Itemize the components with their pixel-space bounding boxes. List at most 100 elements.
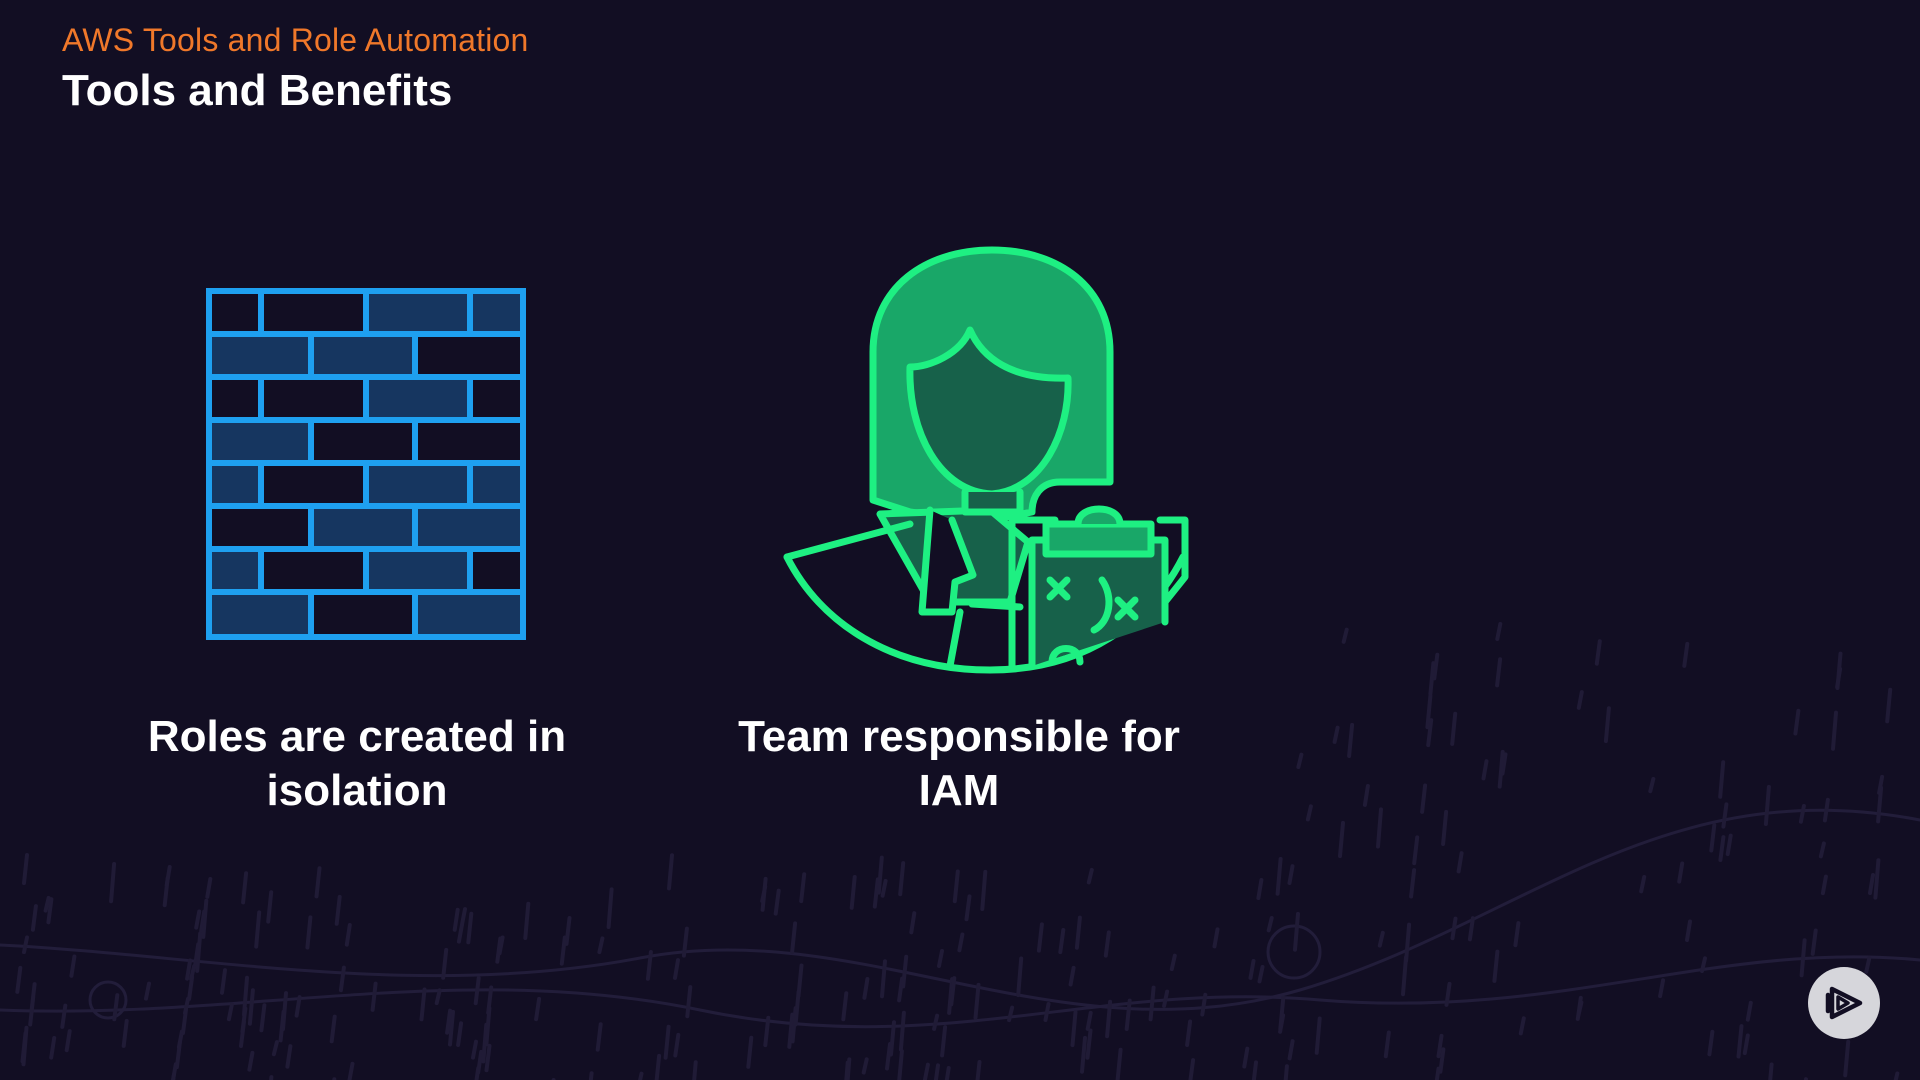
background-tick: [1103, 930, 1111, 958]
background-tick: [1793, 708, 1801, 736]
background-tick: [194, 909, 202, 930]
background-tick: [1685, 919, 1692, 942]
background-tick: [681, 926, 689, 958]
background-tick: [773, 888, 781, 916]
background-tick: [456, 923, 464, 944]
background-tick: [897, 976, 905, 1003]
caption-team-iam: Team responsible for IAM: [738, 712, 1180, 815]
background-tick: [844, 1060, 850, 1080]
background-tick: [952, 869, 960, 904]
background-tick: [673, 958, 680, 980]
background-tick: [1658, 978, 1666, 999]
background-tick: [220, 968, 227, 995]
background-tick: [1444, 981, 1452, 1007]
background-tick: [663, 1024, 671, 1060]
background-tick: [1736, 1024, 1744, 1059]
background-tick: [880, 878, 888, 898]
background-tick: [1362, 784, 1370, 807]
background-tick: [370, 981, 378, 1012]
background-tick: [1162, 989, 1170, 1008]
background-tick: [862, 977, 870, 1000]
background-tick: [763, 1015, 771, 1048]
slide-title: Tools and Benefits: [62, 66, 453, 115]
background-tick: [1105, 999, 1113, 1039]
background-tick: [445, 1008, 453, 1035]
background-tick: [1742, 1033, 1750, 1056]
background-tick: [1341, 627, 1349, 644]
background-tick: [452, 907, 460, 932]
background-tick: [1085, 1028, 1093, 1060]
background-tick: [1080, 1035, 1087, 1074]
background-tick: [1456, 851, 1464, 874]
background-tick: [497, 935, 505, 956]
background-tick: [933, 1063, 940, 1080]
background-tick: [944, 1066, 951, 1080]
background-tick: [1287, 864, 1295, 885]
section-subtitle: AWS Tools and Role Automation: [62, 22, 529, 58]
background-tick: [344, 923, 352, 947]
background-tick: [645, 950, 653, 981]
background-tick: [22, 853, 29, 886]
background-tick: [885, 1042, 892, 1071]
background-tick: [849, 875, 857, 910]
background-tick: [1278, 995, 1286, 1032]
background-tick: [1043, 1002, 1051, 1022]
background-tick: [1376, 807, 1383, 849]
background-tick: [1810, 928, 1818, 956]
background-tick: [1877, 774, 1885, 795]
background-tick: [534, 996, 542, 1022]
background-tick: [314, 866, 322, 899]
background-tick: [254, 910, 262, 949]
background-tick: [441, 947, 449, 980]
background-tick: [226, 1002, 234, 1022]
background-tick: [278, 1009, 286, 1043]
background-tick: [1086, 867, 1094, 885]
background-tick: [1074, 915, 1082, 950]
background-tick: [49, 1036, 57, 1060]
background-tick: [22, 935, 29, 955]
background-tick: [266, 890, 274, 924]
background-tick: [1007, 1005, 1015, 1023]
background-tick: [1068, 965, 1076, 987]
background-tick: [841, 991, 849, 1022]
background-tick: [980, 869, 988, 911]
background-tick: [1438, 1047, 1446, 1074]
background-tick: [588, 1071, 594, 1080]
background-tick: [1721, 802, 1729, 829]
background-tick: [667, 853, 674, 891]
background-tick: [1709, 823, 1717, 853]
background-tick: [880, 959, 887, 999]
background-tick: [876, 855, 884, 895]
background-tick: [606, 887, 614, 929]
background-tick: [790, 921, 798, 955]
background-tick: [760, 876, 768, 912]
background-tick: [189, 964, 197, 981]
background-tick: [15, 965, 23, 994]
background-tick: [861, 1057, 869, 1075]
background-tick: [285, 1044, 293, 1069]
background-tick: [1707, 1029, 1715, 1057]
background-tick: [183, 996, 190, 1015]
background-tick: [1467, 916, 1475, 942]
background-tick: [476, 1049, 484, 1075]
background-tick: [29, 982, 37, 1013]
background-tick: [922, 1062, 930, 1080]
background-tick: [1481, 759, 1489, 781]
background-tick: [329, 1014, 337, 1044]
background-tick: [746, 1035, 754, 1069]
background-tick: [597, 936, 605, 955]
background-tick: [1332, 725, 1340, 744]
background-tick: [240, 1006, 248, 1034]
background-tick: [195, 931, 203, 973]
background-tick: [673, 1032, 681, 1058]
background-tick: [595, 1022, 603, 1052]
background-tick: [1745, 1000, 1753, 1022]
background-tick: [1725, 833, 1733, 857]
background-tick: [338, 965, 346, 993]
background-tick: [1404, 922, 1412, 963]
caption-roles-isolation: Roles are created in isolation: [147, 712, 567, 815]
background-tick: [21, 1025, 29, 1067]
background-tick: [937, 949, 944, 968]
background-tick: [1425, 693, 1433, 730]
